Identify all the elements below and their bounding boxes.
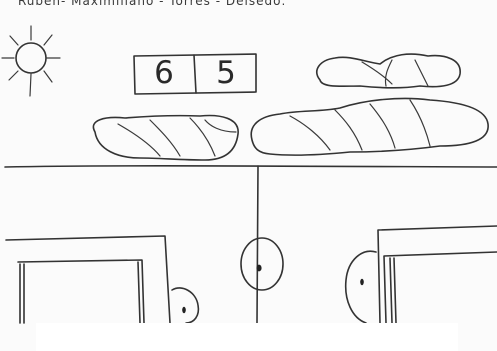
sun-icon <box>1 25 61 97</box>
right-goal <box>377 225 497 324</box>
field-top-line <box>4 165 497 168</box>
left-goalkeeper-head <box>171 287 200 324</box>
away-score: 5 <box>216 55 236 91</box>
right-goalkeeper-head <box>344 250 377 324</box>
cloud-top-right <box>316 53 461 89</box>
scoreboard-box <box>133 53 257 95</box>
home-score: 6 <box>154 55 174 91</box>
blank-paper-area <box>36 323 458 351</box>
ball-icon <box>240 237 284 291</box>
cloud-middle-right <box>250 97 489 156</box>
left-goal <box>5 235 171 324</box>
artist-name-caption: Ruben- Maximiliano - Torres - Delsedo: <box>18 0 287 8</box>
cloud-middle-left <box>92 114 239 161</box>
halfway-line <box>256 165 259 324</box>
